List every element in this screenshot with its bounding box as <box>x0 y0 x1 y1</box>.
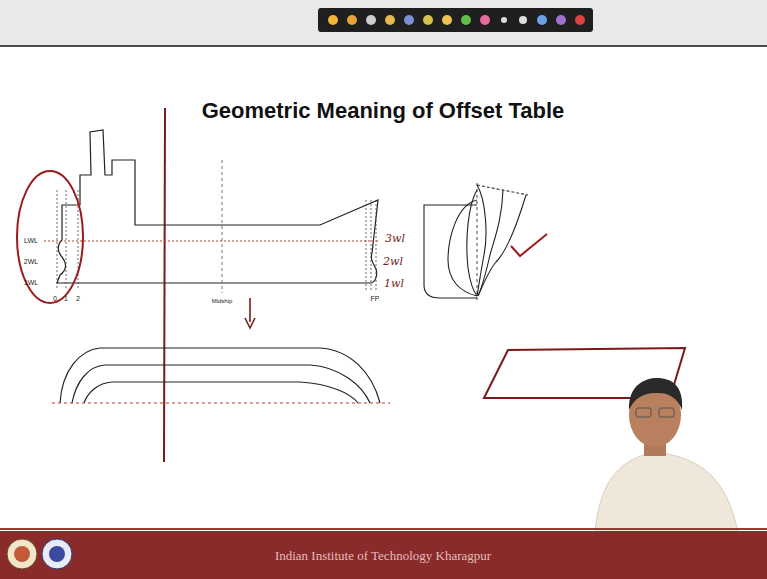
pen-arrow-head <box>245 318 255 328</box>
footer-rule <box>0 528 767 530</box>
body-plan <box>424 183 528 302</box>
presenter-glasses <box>636 408 651 417</box>
station-number: 2 <box>76 295 80 303</box>
presenter-shirt <box>595 452 738 532</box>
header-rule <box>0 45 767 47</box>
toolbar <box>318 8 593 32</box>
tool-icon <box>404 15 414 25</box>
tool-icon <box>537 15 547 25</box>
tool-icon <box>556 15 566 25</box>
tool-icon <box>423 15 433 25</box>
station-lines <box>57 190 376 290</box>
ship-profile <box>57 130 378 283</box>
tool-icon <box>461 15 471 25</box>
tool-icon <box>501 17 507 23</box>
tool-icon <box>328 15 338 25</box>
section-curve <box>448 200 477 296</box>
handwritten-waterline: 3wl <box>385 233 405 245</box>
half-breadth-plan <box>60 348 380 403</box>
waterline-curve <box>60 348 380 403</box>
tool-icon <box>347 15 357 25</box>
handwritten-waterline: 1wl <box>384 278 404 290</box>
header-band <box>0 0 767 46</box>
waterline-red <box>44 240 380 241</box>
presenter-glasses <box>659 408 674 417</box>
tool-icon <box>575 15 585 25</box>
tool-icon <box>442 15 452 25</box>
logo <box>42 539 72 569</box>
waterline-label: LWL <box>24 237 38 245</box>
station-line <box>66 190 67 290</box>
footer-institute: Indian Institute of Technology Kharagpur <box>275 549 491 563</box>
logo <box>14 546 30 562</box>
presenter <box>595 378 738 532</box>
handwritten-waterline: 2wl <box>383 256 403 268</box>
body-plan-centerline <box>476 183 477 302</box>
centerline-red <box>52 402 390 403</box>
station-number: 1 <box>64 295 68 303</box>
tool-icon <box>519 16 527 24</box>
station-line <box>366 200 367 290</box>
station-line <box>376 200 377 290</box>
waterline-curve <box>84 382 358 403</box>
toolbar-icons <box>328 15 585 25</box>
waterline-label: 2WL <box>24 258 38 266</box>
station-line <box>57 190 58 290</box>
check-mark <box>511 234 547 256</box>
station-number: FP <box>371 295 380 303</box>
presenter-hair <box>629 378 682 410</box>
tool-icon <box>480 15 490 25</box>
station-line <box>371 200 372 290</box>
midship-label: Midship <box>212 298 233 305</box>
section-curve <box>477 185 486 296</box>
station-number: 0 <box>53 295 57 303</box>
waterline-curve <box>72 365 370 403</box>
waterline-label: 1WL <box>24 279 38 287</box>
section-curve <box>478 195 526 296</box>
pen-vertical-line <box>164 108 165 462</box>
logo <box>7 539 37 569</box>
stern-highlight-ellipse <box>17 171 83 303</box>
section-curve <box>478 190 503 296</box>
tool-icon <box>366 15 376 25</box>
slide-title: Geometric Meaning of Offset Table <box>202 99 565 123</box>
tool-icon <box>385 15 395 25</box>
logo <box>49 546 65 562</box>
midship-line <box>222 160 223 293</box>
pen-arrow <box>249 298 251 322</box>
footer-band <box>0 531 767 579</box>
section-curve <box>467 190 477 296</box>
